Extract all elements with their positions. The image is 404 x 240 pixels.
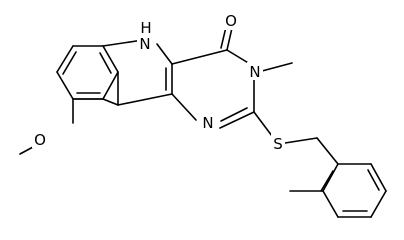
bond-c4p-c5p [370,190,387,218]
thioether-sulfur-label: S [273,135,283,153]
bond-c7-c8 [56,71,74,100]
bond-s-ch2 [284,137,318,144]
bond-c6-c7-inner [62,51,77,75]
bond-n3-methyl [261,62,293,72]
indole-nh-hydrogen-label: H [140,19,151,37]
carbonyl-oxygen-label: O [225,12,237,30]
bond-ring-c9a [102,98,119,106]
bond-c4a-c5 [102,45,119,73]
bond-c2-n1 [219,111,255,129]
bond-ch2-c1p [316,137,339,165]
bond-n5-c4b [156,43,173,65]
bond-c2-n1-inner [220,107,248,122]
bond-c6-c7 [56,45,74,73]
ring-nitrogen-n3-label: N [249,63,260,81]
bond-c4-o [226,27,233,51]
indole-nitrogen-label: N [139,35,150,53]
ring-nitrogen-n1-label: N [202,114,213,132]
bond-c4-o-double [220,26,227,49]
bond-c9b-c9a [117,93,173,106]
atom-label-layer: O H N N N O S [32,10,285,153]
bond-layer [19,26,387,218]
methoxy-oxygen-label: O [34,131,46,149]
bond-c4b-c4 [171,49,228,65]
bond-c2p-c3p [322,190,339,218]
bond-c5p-c6p-inner [367,169,380,191]
bond-c4a-c5-inner [99,52,112,74]
bond-c5-n5 [102,39,144,47]
bond-c2-s [253,111,273,137]
bond-c1p-c2p-inner [320,170,334,192]
bond-c1p-c2p [322,163,339,192]
bond-n1-c9b [171,93,197,121]
bond-c5p-c6p [370,163,387,192]
bond-c4-n3 [226,49,251,65]
bond-c9-c4a [102,71,119,100]
